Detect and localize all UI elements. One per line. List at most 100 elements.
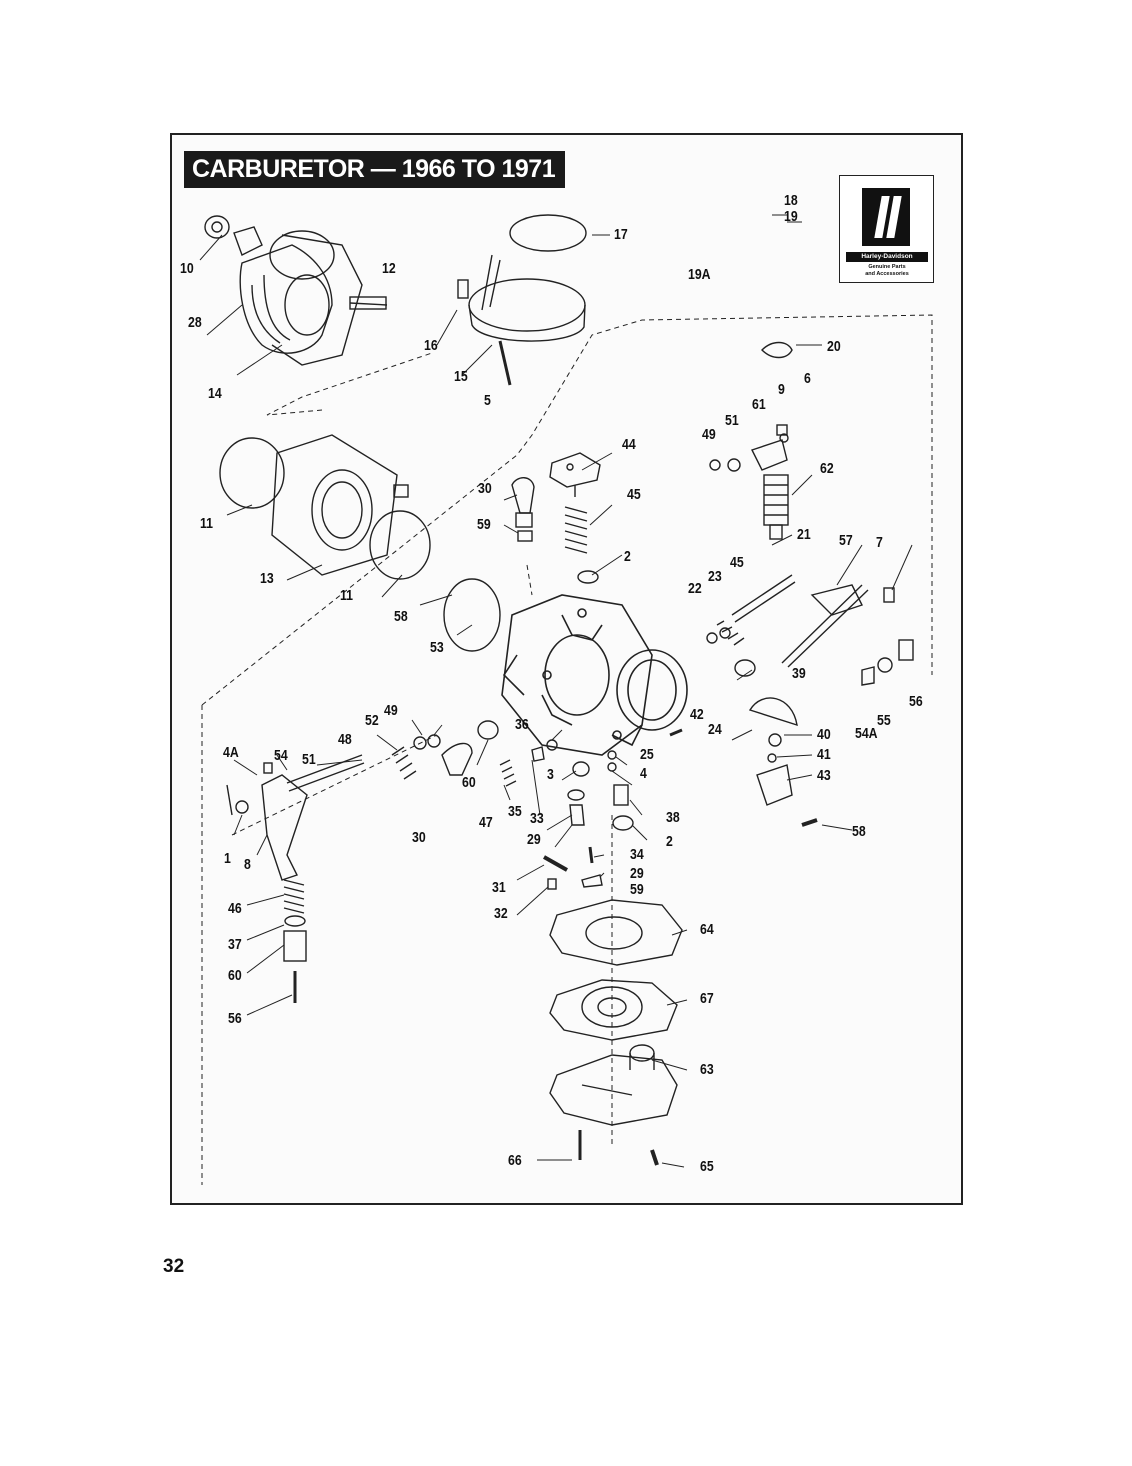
plug-2b bbox=[612, 815, 634, 831]
plug-60 bbox=[517, 530, 533, 542]
callout-51b: 52 bbox=[365, 712, 379, 729]
plug-2 bbox=[577, 570, 599, 584]
page-title: CARBURETOR — 1966 TO 1971 bbox=[184, 151, 566, 188]
page-number: 32 bbox=[163, 1256, 185, 1277]
intake-manifold-part bbox=[204, 215, 388, 366]
screw-7 bbox=[883, 587, 895, 603]
callout-30b: 30 bbox=[412, 829, 426, 846]
callout-16: 15 bbox=[454, 368, 468, 385]
washer-9 bbox=[779, 433, 789, 443]
o-ring-15 bbox=[509, 214, 587, 252]
callout-38: 38 bbox=[666, 809, 680, 826]
callout-48: 48 bbox=[338, 731, 352, 748]
callout-19A: 19A bbox=[688, 266, 711, 283]
o-ring-11b bbox=[369, 510, 431, 580]
diaphragm-52 bbox=[443, 578, 501, 652]
callout-37: 37 bbox=[228, 936, 242, 953]
throttle-shaft-57 bbox=[781, 584, 869, 668]
callout-23: 23 bbox=[708, 568, 722, 585]
callout-7: 7 bbox=[876, 534, 883, 551]
pin-31 bbox=[543, 855, 568, 872]
callout-33: 33 bbox=[530, 810, 544, 827]
callout-2: 2 bbox=[624, 548, 631, 565]
callout-49: 49 bbox=[702, 426, 716, 443]
pump-cover-64 bbox=[549, 1044, 678, 1126]
screw-21 bbox=[731, 574, 796, 623]
washer-51b bbox=[427, 734, 441, 748]
callout-58: 58 bbox=[394, 608, 408, 625]
washer-8 bbox=[235, 800, 249, 814]
callout-67: 66 bbox=[508, 1152, 522, 1169]
callout-49b: 49 bbox=[384, 702, 398, 719]
spring-46 bbox=[283, 879, 305, 914]
cotter-pin-1 bbox=[226, 784, 233, 816]
logo-tagline: Genuine Parts and Accessories bbox=[842, 264, 932, 278]
callout-32: 32 bbox=[494, 905, 508, 922]
fitting-30-top bbox=[511, 477, 535, 528]
callout-64: 63 bbox=[700, 1061, 714, 1078]
lever-43 bbox=[756, 764, 793, 806]
washer-54A bbox=[877, 657, 893, 673]
leader-lines bbox=[199, 214, 913, 1168]
callout-40: 40 bbox=[817, 726, 831, 743]
washer-33 bbox=[567, 789, 585, 801]
callout-22: 22 bbox=[688, 580, 702, 597]
callout-55: 56 bbox=[909, 693, 923, 710]
callout-21: 21 bbox=[797, 526, 811, 543]
washer-49 bbox=[709, 459, 721, 471]
bushing-39 bbox=[734, 659, 756, 677]
callout-50: 51 bbox=[302, 751, 316, 768]
screw-24 bbox=[669, 728, 683, 737]
callout-12: 12 bbox=[382, 260, 396, 277]
diagram-frame: CARBURETOR — 1966 TO 1971 Harley-Davidso… bbox=[170, 133, 963, 1205]
callout-45: 45 bbox=[627, 486, 641, 503]
callout-65: 64 bbox=[700, 921, 714, 938]
float-lever-29b bbox=[581, 874, 603, 888]
callout-29: 29 bbox=[527, 831, 541, 848]
callout-24: 24 bbox=[708, 721, 722, 738]
screw-66 bbox=[650, 1149, 659, 1166]
callout-30: 30 bbox=[478, 480, 492, 497]
throttle-disc-42 bbox=[748, 697, 798, 727]
bushing-61 bbox=[283, 930, 307, 962]
callout-39: 39 bbox=[792, 665, 806, 682]
callout-8: 8 bbox=[244, 856, 251, 873]
logo-brand: Harley-Davidson bbox=[846, 252, 928, 262]
callout-57: 57 bbox=[839, 532, 853, 549]
spring-34 bbox=[588, 846, 594, 864]
spring-45 bbox=[564, 506, 588, 554]
washer-41 bbox=[767, 753, 777, 763]
screw-58b bbox=[801, 818, 818, 827]
callout-9: 9 bbox=[778, 381, 785, 398]
callout-4A: 4A bbox=[223, 744, 239, 761]
fitting-38 bbox=[613, 784, 629, 806]
diaphragm-68 bbox=[549, 979, 678, 1041]
callout-45b: 45 bbox=[730, 554, 744, 571]
callout-17: 16 bbox=[424, 337, 438, 354]
callout-60: 59 bbox=[477, 516, 491, 533]
callout-36: 36 bbox=[515, 716, 529, 733]
logo-tagline-line2: and Accessories bbox=[865, 271, 909, 277]
washer-36 bbox=[546, 739, 558, 751]
lever-62 bbox=[751, 439, 788, 471]
callout-56: 56 bbox=[228, 1010, 242, 1027]
needle-35 bbox=[531, 746, 545, 762]
callout-58b: 58 bbox=[852, 823, 866, 840]
fitting-30-side bbox=[441, 742, 473, 776]
callout-61: 60 bbox=[228, 967, 242, 984]
callout-11: 11 bbox=[200, 515, 214, 532]
callout-11b: 11 bbox=[340, 587, 354, 604]
callout-62: 61 bbox=[752, 396, 766, 413]
callout-68: 67 bbox=[700, 990, 714, 1007]
callout-18: 18 bbox=[784, 192, 798, 209]
callout-25: 25 bbox=[640, 746, 654, 763]
logo-tagline-line1: Genuine Parts bbox=[868, 264, 906, 270]
screw-32 bbox=[547, 878, 557, 890]
callout-53: 54 bbox=[274, 747, 288, 764]
bushing-55 bbox=[898, 639, 914, 661]
washer-23 bbox=[719, 627, 731, 639]
spacer-13 bbox=[271, 434, 409, 576]
bar-shield-icon bbox=[862, 188, 910, 246]
callout-63: 62 bbox=[820, 460, 834, 477]
callout-28: 28 bbox=[188, 314, 202, 331]
